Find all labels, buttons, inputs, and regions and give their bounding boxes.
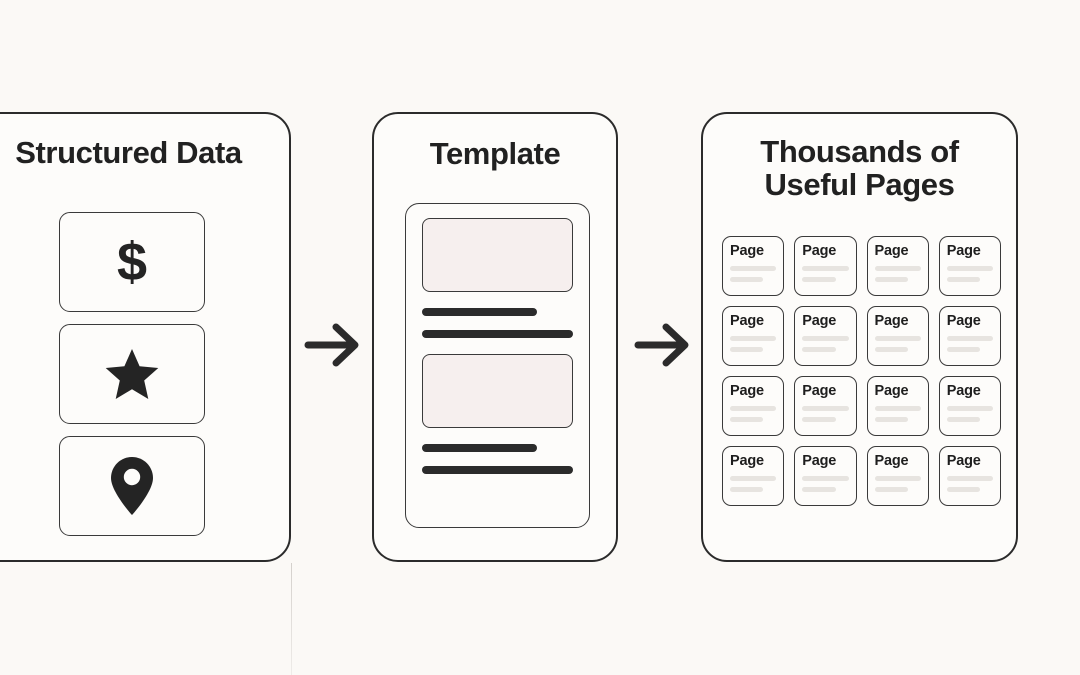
page-card[interactable]: Page: [722, 446, 785, 506]
page-card-label: Page: [730, 453, 764, 469]
page-card-skeleton-line: [874, 405, 921, 411]
page-card-label: Page: [730, 243, 764, 259]
template-text-bar-2: [422, 330, 573, 338]
page-card-skeleton-line: [802, 265, 849, 271]
page-card-label: Page: [802, 453, 837, 469]
page-card[interactable]: Page: [938, 236, 1001, 296]
page-card-skeleton-line: [802, 276, 836, 282]
page-card-skeleton-line: [730, 486, 764, 492]
page-card-skeleton-line: [874, 265, 921, 271]
panel-useful-pages-title-line-2: Useful Pages: [764, 167, 955, 203]
arrow-right-icon-2: [634, 323, 689, 367]
page-card-label: Page: [874, 383, 909, 399]
page-card-label: Page: [946, 243, 981, 259]
page-card-skeleton-line: [874, 276, 908, 282]
page-card-skeleton-line: [946, 276, 981, 282]
page-card-skeleton-line: [946, 346, 981, 352]
page-card-label: Page: [874, 313, 909, 329]
template-text-bar-3: [422, 444, 537, 452]
page-card-skeleton-line: [730, 475, 777, 481]
page-card-skeleton-line: [874, 475, 921, 481]
page-card-skeleton-line: [730, 405, 777, 411]
template-text-bar-1: [422, 308, 537, 316]
icon-box-star[interactable]: [59, 324, 205, 424]
page-card[interactable]: Page: [794, 376, 857, 436]
page-card-skeleton-line: [730, 335, 777, 341]
template-card: [405, 203, 590, 528]
page-card-label: Page: [946, 453, 981, 469]
page-card-label: Page: [802, 313, 837, 329]
icon-box-location-pin[interactable]: [59, 436, 205, 536]
icon-stack: $: [59, 212, 205, 536]
page-card-skeleton-line: [730, 265, 777, 271]
panel-structured-data: Structured Data $: [0, 112, 291, 562]
page-card-skeleton-line: [946, 416, 981, 422]
page-card[interactable]: Page: [866, 236, 929, 296]
page-card-skeleton-line: [874, 346, 908, 352]
template-image-placeholder-2: [422, 354, 573, 428]
page-card-label: Page: [946, 313, 981, 329]
page-card-label: Page: [730, 383, 764, 399]
page-card[interactable]: Page: [794, 306, 857, 366]
star-icon: [105, 349, 159, 399]
page-card[interactable]: Page: [722, 376, 785, 436]
background-seam-line: [291, 563, 292, 675]
page-card[interactable]: Page: [866, 306, 929, 366]
page-card[interactable]: Page: [938, 446, 1001, 506]
page-card-skeleton-line: [874, 335, 921, 341]
page-card-skeleton-line: [802, 405, 849, 411]
location-pin-icon: [111, 457, 153, 515]
page-card[interactable]: Page: [866, 376, 929, 436]
page-card-skeleton-line: [946, 486, 981, 492]
page-card-skeleton-line: [802, 416, 836, 422]
page-card-skeleton-line: [802, 346, 836, 352]
page-card-skeleton-line: [874, 486, 908, 492]
page-card[interactable]: Page: [794, 446, 857, 506]
panel-useful-pages-title: Thousands of Useful Pages: [703, 135, 1016, 202]
page-card-skeleton-line: [730, 416, 764, 422]
page-card-skeleton-line: [730, 276, 764, 282]
panel-template: Template: [372, 112, 618, 562]
arrow-right-icon-1: [304, 323, 359, 367]
page-card-skeleton-line: [874, 416, 908, 422]
page-card-label: Page: [730, 313, 764, 329]
page-card[interactable]: Page: [866, 446, 929, 506]
page-card-skeleton-line: [946, 335, 993, 341]
page-card[interactable]: Page: [794, 236, 857, 296]
panel-template-title: Template: [429, 136, 561, 171]
page-card-label: Page: [874, 243, 909, 259]
template-text-bar-4: [422, 466, 573, 474]
page-card-skeleton-line: [946, 265, 993, 271]
page-card[interactable]: Page: [722, 236, 785, 296]
page-card-skeleton-line: [802, 475, 849, 481]
page-card-label: Page: [802, 243, 837, 259]
icon-box-dollar[interactable]: $: [59, 212, 205, 312]
page-card-skeleton-line: [802, 486, 836, 492]
panel-structured-data-title: Structured Data: [15, 135, 242, 170]
panel-useful-pages-title-line-1: Thousands of: [760, 134, 959, 169]
page-card[interactable]: Page: [938, 306, 1001, 366]
page-card-skeleton-line: [802, 335, 849, 341]
page-card-label: Page: [946, 383, 981, 399]
page-card-skeleton-line: [946, 405, 993, 411]
page-card[interactable]: Page: [938, 376, 1001, 436]
dollar-sign-icon: $: [116, 232, 148, 292]
page-card-skeleton-line: [730, 346, 764, 352]
page-card-label: Page: [802, 383, 837, 399]
page-card[interactable]: Page: [722, 306, 785, 366]
template-image-placeholder-1: [422, 218, 573, 292]
page-card-label: Page: [874, 453, 909, 469]
page-card-skeleton-line: [946, 475, 993, 481]
